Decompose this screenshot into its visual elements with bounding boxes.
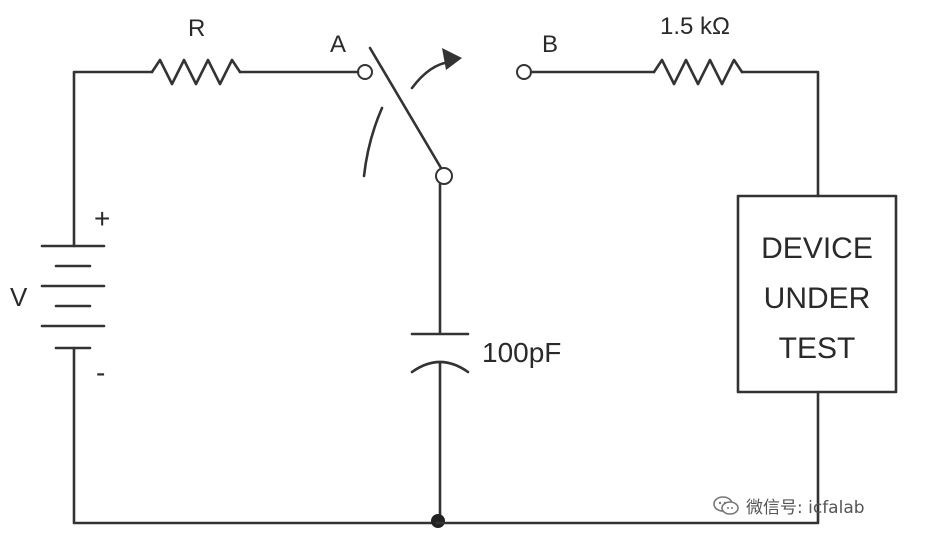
dut-label-line1: DEVICE: [761, 232, 873, 265]
dut-label-line3: TEST: [779, 332, 856, 365]
capacitor: 100pF: [410, 182, 561, 528]
switch-arrow-arc: [410, 60, 452, 90]
capacitor-label: 100pF: [482, 337, 561, 368]
switch-arrow-head: [442, 48, 462, 70]
output-branch: 1.5 kΩ DEVICE UNDER TEST: [435, 13, 898, 525]
terminal-a-contact: [357, 64, 373, 80]
resistor-out-label: 1.5 kΩ: [660, 13, 730, 40]
wire-left-bottom: [72, 346, 439, 525]
ground-junction-node: [431, 514, 445, 528]
terminal-b-label: B: [542, 31, 558, 58]
resistor-r-zigzag: [150, 58, 242, 86]
watermark-text: 微信号: icfalab: [746, 498, 865, 518]
battery-minus-label: -: [96, 357, 105, 388]
battery-plus-label: +: [94, 203, 110, 234]
resistor-out-zigzag: [652, 58, 744, 86]
wechat-icon: [713, 495, 739, 515]
dut-label-line2: UNDER: [764, 282, 871, 315]
voltage-label: V: [10, 282, 28, 312]
wire-dut-to-ground: [435, 390, 820, 525]
wire-resistor-to-dut: [740, 70, 820, 198]
switch-arm: [368, 46, 443, 170]
watermark: 微信号: icfalab: [712, 493, 865, 518]
terminal-b-contact: [516, 64, 532, 80]
switch-swing-arc: [362, 106, 384, 178]
resistor-r: R: [150, 15, 360, 86]
battery-branch: V + -: [10, 70, 439, 525]
wire-left-top: [72, 70, 154, 248]
resistor-r-label: R: [188, 15, 205, 42]
switch: A B: [330, 31, 558, 185]
terminal-a-label: A: [330, 31, 346, 58]
switch-pivot: [435, 167, 453, 185]
